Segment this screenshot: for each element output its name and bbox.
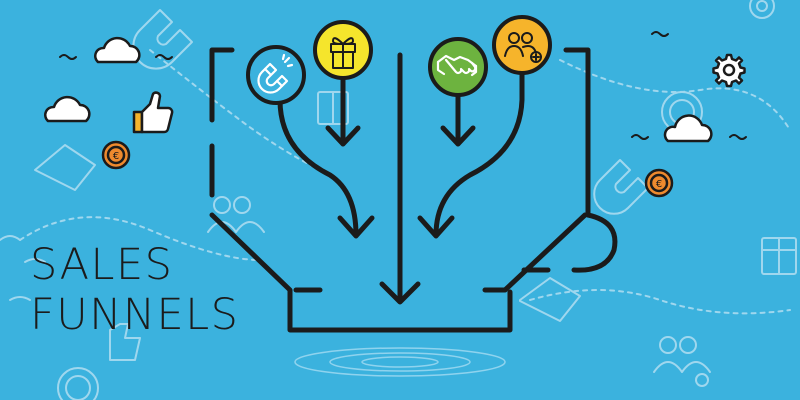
gear-icon (712, 53, 746, 88)
euro-coin-icon (57, 91, 703, 400)
cloud-icon (663, 114, 713, 143)
cloud-icon (44, 95, 91, 123)
cloud-icon (94, 36, 141, 64)
handshake-icon (34, 144, 581, 322)
ripples (294, 347, 506, 377)
users-add-badge (492, 15, 552, 75)
funnel (209, 47, 618, 333)
thumbs-up-icon (132, 91, 174, 134)
gift-badge (313, 20, 373, 80)
users-add-icon (207, 196, 711, 387)
gear-icon (749, 0, 775, 19)
euro-coin-icon: € (644, 168, 674, 198)
svg-text:€: € (113, 151, 119, 162)
handshake-badge (428, 37, 488, 97)
funnel-arrows (277, 52, 525, 305)
wave-marks (59, 31, 747, 140)
gift-icon (761, 237, 797, 275)
headline: SALES FUNNELS (30, 240, 239, 340)
headline-line-1: SALES (30, 240, 174, 290)
svg-text:€: € (656, 179, 662, 190)
headline-line-2: FUNNELS (30, 290, 240, 340)
magnet-icon (257, 53, 294, 94)
magnet-badge (246, 45, 306, 105)
gift-icon (317, 91, 349, 125)
euro-coin-icon: € (101, 140, 131, 170)
users-add-icon (504, 32, 542, 63)
gift-icon (330, 37, 356, 69)
thumbs-up-icon (109, 323, 141, 361)
handshake-icon (436, 54, 478, 77)
